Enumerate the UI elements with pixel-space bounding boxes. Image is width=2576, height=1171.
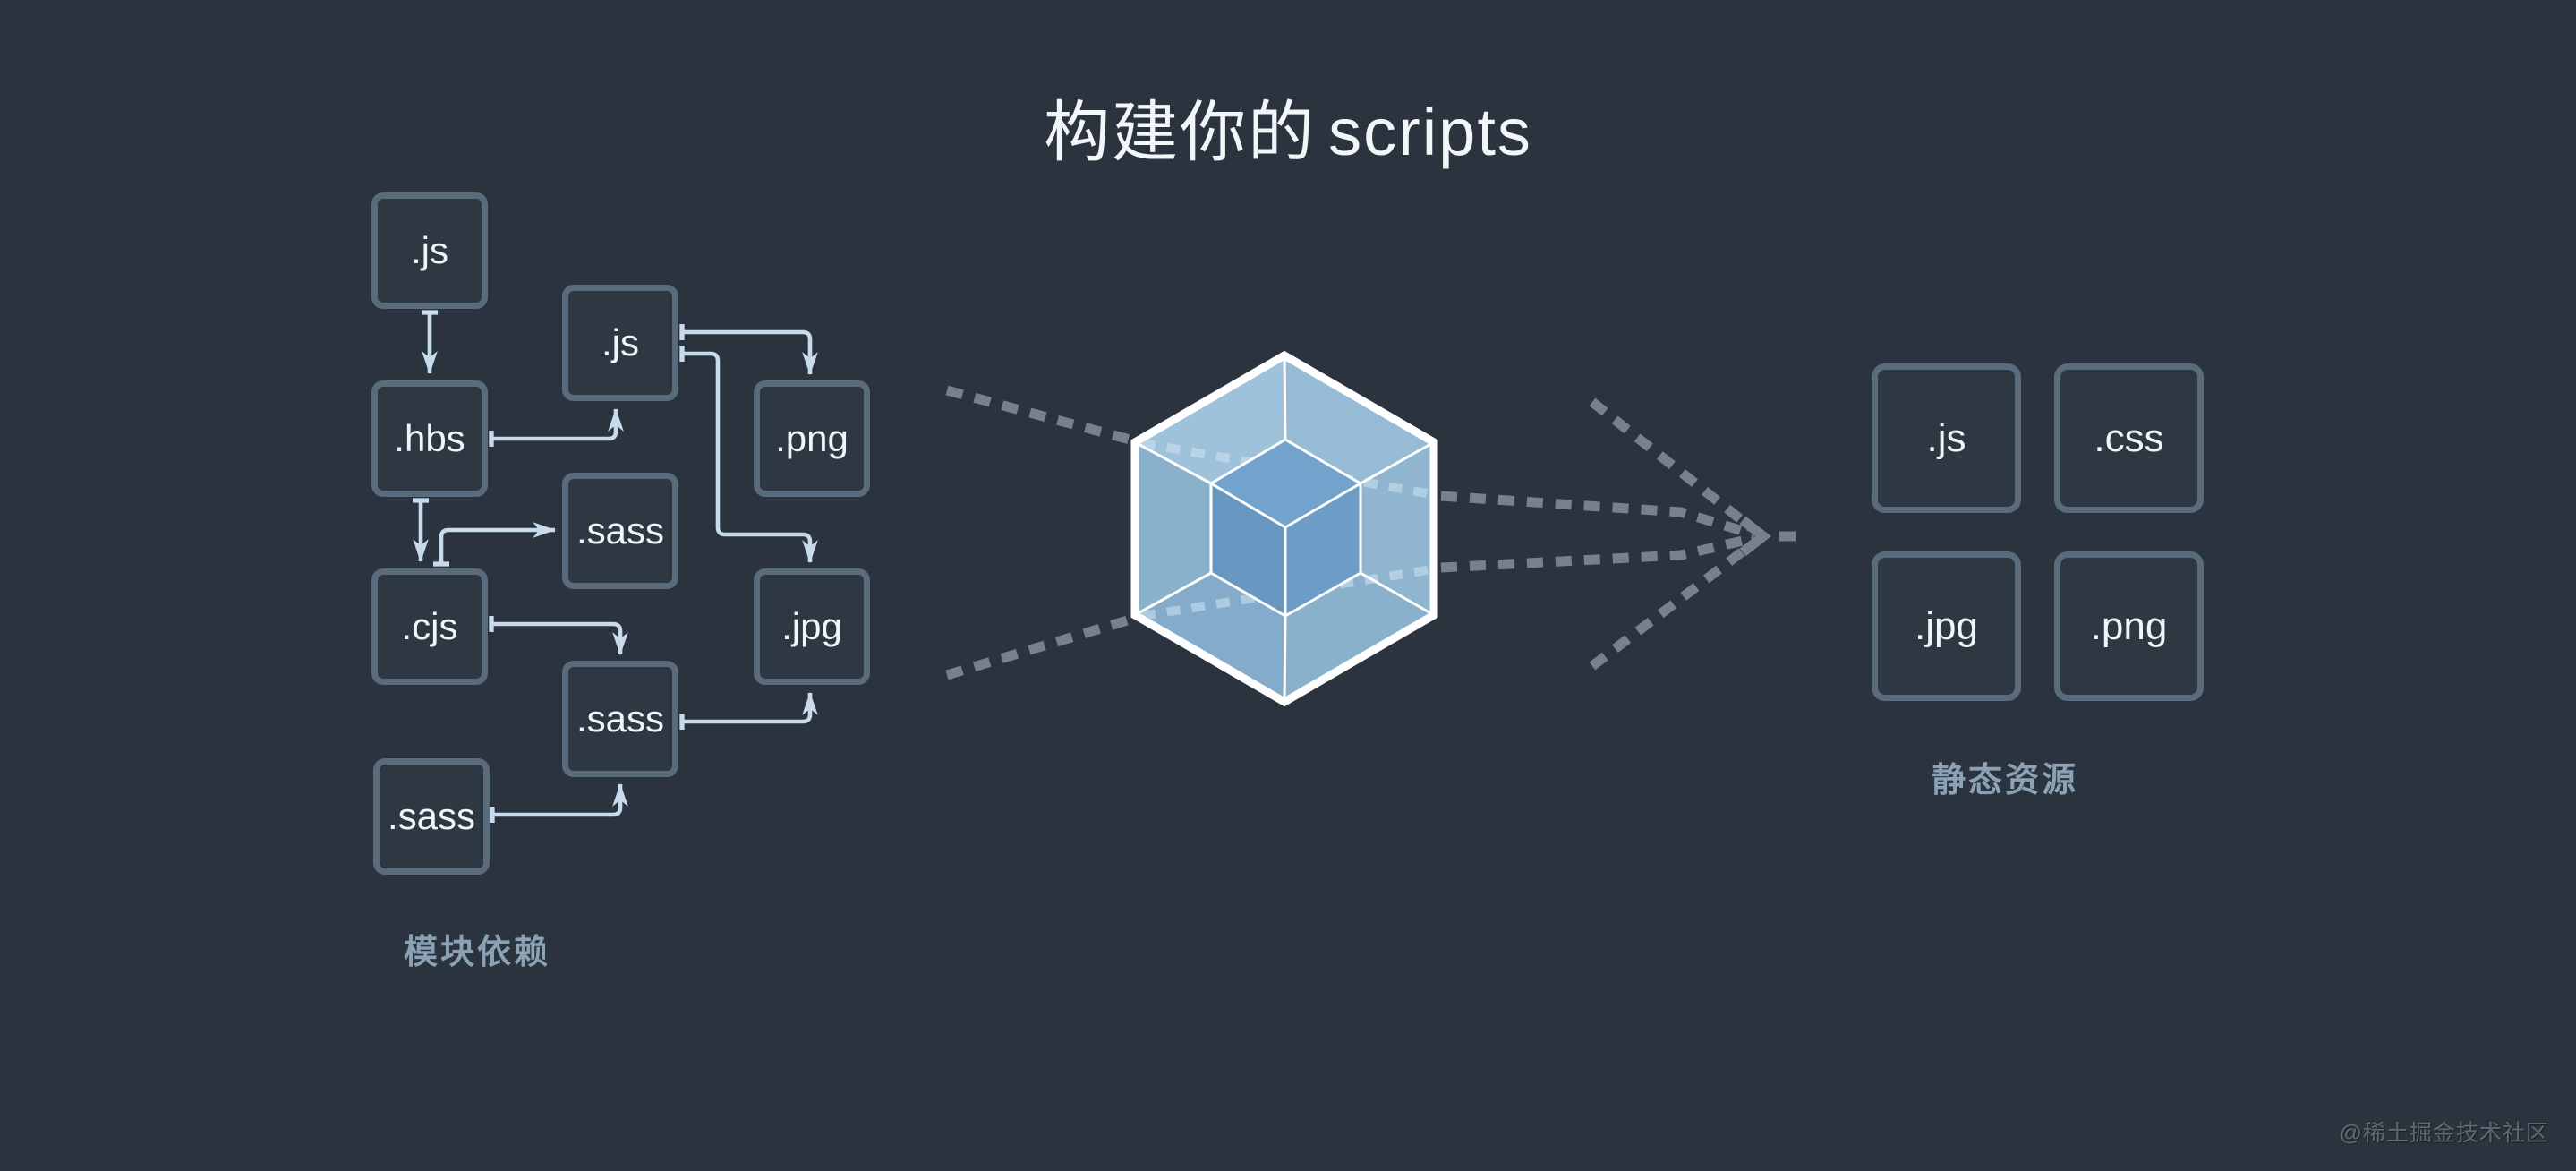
module-node-js-entry: .js [371, 192, 488, 309]
asset-node-label: .css [2094, 415, 2164, 460]
module-node-label: .hbs [394, 417, 465, 459]
asset-node-png: .png [2054, 551, 2204, 701]
module-node-label: .png [775, 417, 849, 459]
module-node-label: .jpg [781, 605, 842, 647]
module-node-label: .sass [387, 795, 476, 837]
edge-hbs-to-js [489, 407, 624, 447]
asset-node-css: .css [2054, 363, 2204, 513]
dependency-arrows [413, 310, 818, 823]
output-arrowhead [1739, 516, 1771, 557]
module-node-label: .sass [576, 509, 665, 551]
output-dash-mid-bottom [1440, 533, 1756, 573]
module-node-jpg: .jpg [754, 568, 870, 685]
output-assets-caption: 静态资源 [1931, 762, 2078, 799]
asset-node-label: .jpg [1915, 603, 1978, 648]
title-latin: scripts [1328, 95, 1532, 169]
edge-sass-to-sass [490, 782, 628, 823]
title-cjk: 构建你的 [1044, 95, 1317, 169]
edge-cjs-to-sass [433, 522, 557, 567]
module-node-hbs: .hbs [371, 380, 488, 497]
module-node-png: .png [754, 380, 870, 497]
input-dashed-lines [945, 385, 1135, 680]
module-node-sass-b: .sass [562, 661, 678, 777]
module-node-js-lib: .js [562, 285, 678, 401]
output-dash-mid-top [1440, 491, 1756, 540]
module-node-label: .js [601, 321, 639, 363]
module-graph-caption: 模块依赖 [403, 934, 550, 971]
edge-sass-to-jpg [679, 691, 818, 730]
watermark: @稀土掘金技术社区 [2339, 1121, 2549, 1146]
module-node-cjs: .cjs [371, 568, 488, 685]
webpack-cube-icon [1130, 350, 1438, 707]
edge-js-to-jpg [679, 346, 818, 564]
output-dashed-arrow [1440, 397, 1796, 671]
asset-node-label: .js [1926, 415, 1966, 460]
asset-node-label: .png [2090, 603, 2168, 648]
module-node-label: .cjs [401, 605, 458, 647]
edge-js-to-png [679, 324, 818, 376]
asset-node-jpg: .jpg [1872, 551, 2021, 701]
edge-cjs-to-sass2 [489, 616, 628, 656]
output-dash-steep-top [1589, 397, 1754, 532]
module-node-label: .sass [576, 697, 665, 739]
output-dash-steep-bottom [1589, 541, 1754, 671]
asset-node-js: .js [1872, 363, 2021, 513]
module-node-sass-c: .sass [373, 758, 490, 875]
input-dash-bottom [945, 613, 1135, 680]
input-dash-top [945, 385, 1135, 446]
module-node-label: .js [411, 229, 448, 271]
module-node-sass-a: .sass [562, 473, 678, 589]
